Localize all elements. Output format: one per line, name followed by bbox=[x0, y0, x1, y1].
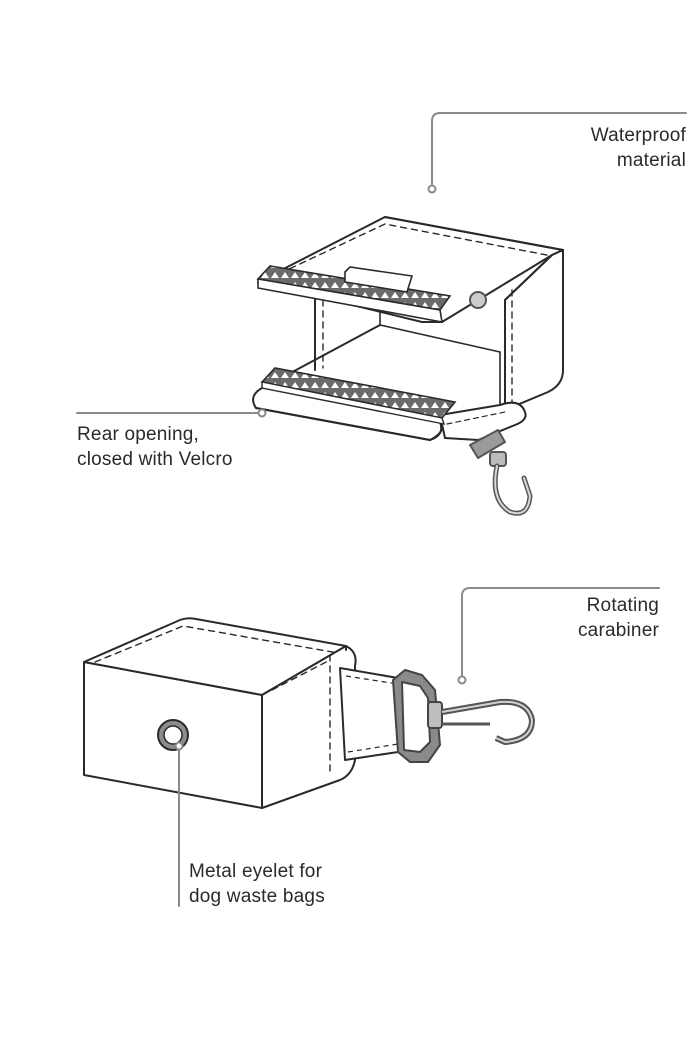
bottom-velcro-strip bbox=[260, 367, 457, 425]
leader-waterproof bbox=[431, 112, 687, 187]
leader-carabiner bbox=[461, 587, 660, 677]
pouch-right-face bbox=[261, 645, 357, 809]
label-metal-eyelet: Metal eyelet for dog waste bags bbox=[189, 859, 325, 909]
pouch-right-panel bbox=[504, 249, 564, 411]
label-line: material bbox=[616, 150, 686, 171]
top-carabiner bbox=[469, 429, 533, 516]
label-line: Metal eyelet for bbox=[189, 861, 323, 882]
label-rear-opening: Rear opening, closed with Velcro bbox=[77, 422, 233, 472]
label-line: Rotating bbox=[586, 595, 659, 616]
metal-eyelet bbox=[157, 719, 189, 751]
closed-pouch-illustration bbox=[83, 617, 357, 809]
top-carabiner-strap bbox=[439, 401, 527, 441]
top-velcro-strip bbox=[256, 265, 452, 323]
label-line: dog waste bags bbox=[189, 886, 325, 907]
label-rotating-carabiner: Rotating carabiner bbox=[578, 593, 659, 643]
label-line: closed with Velcro bbox=[77, 449, 233, 470]
bottom-carabiner-strap bbox=[339, 667, 399, 761]
label-waterproof-material: Waterproof material bbox=[591, 123, 686, 173]
label-line: Rear opening, bbox=[77, 424, 199, 445]
label-line: carabiner bbox=[577, 620, 659, 641]
label-line: Waterproof bbox=[590, 125, 686, 146]
bottom-carabiner bbox=[392, 669, 535, 763]
leader-lines bbox=[76, 112, 687, 907]
open-pouch-illustration bbox=[252, 216, 564, 516]
pouch-top-face bbox=[83, 617, 347, 696]
velcro-tab bbox=[344, 266, 414, 293]
